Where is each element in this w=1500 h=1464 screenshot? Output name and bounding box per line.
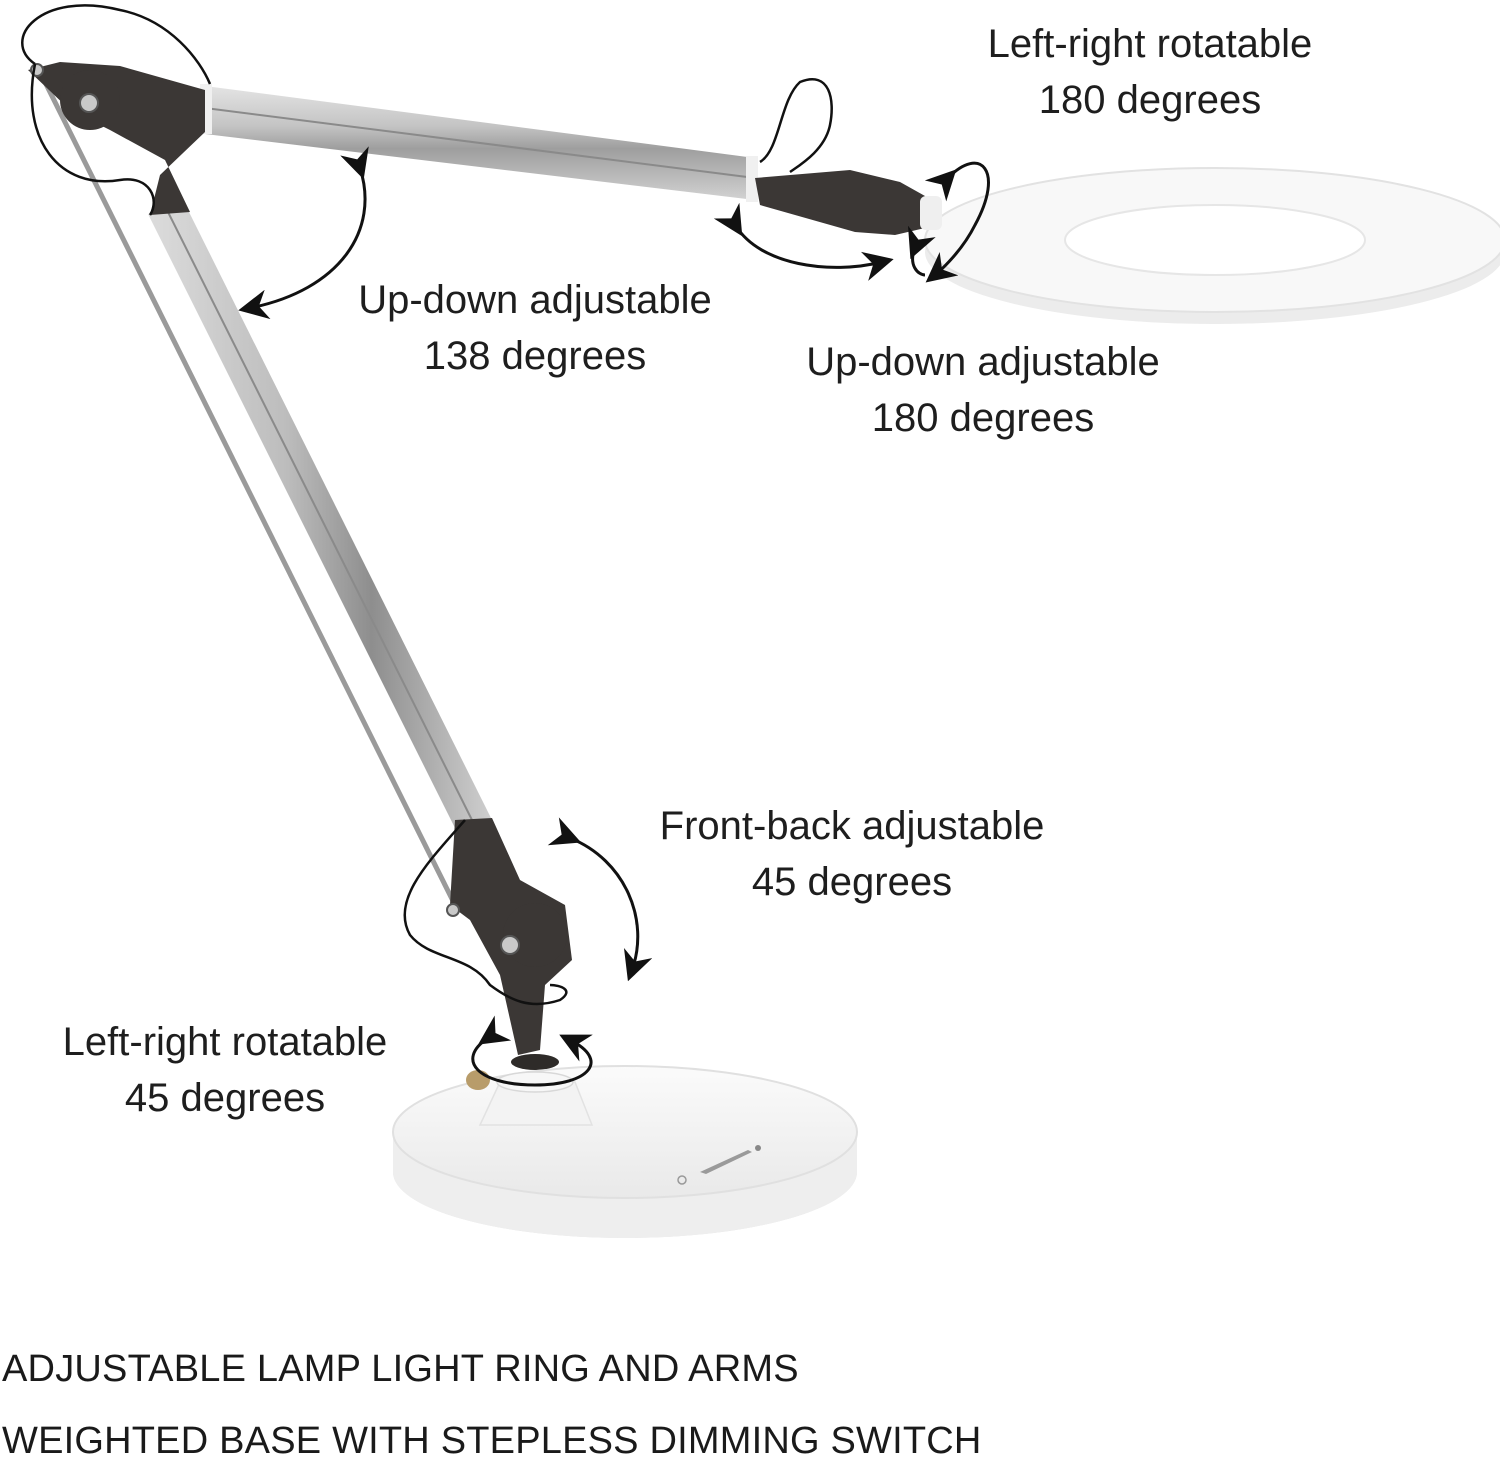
callout-head-tilt: Up-down adjustable 180 degrees [768, 334, 1198, 446]
base-joint [446, 818, 572, 1070]
ring-rotate-arrow-icon [924, 161, 990, 283]
callout-upper-arm-value: 138 degrees [423, 334, 647, 378]
light-ring [924, 167, 1500, 324]
power-cord [21, 4, 833, 1006]
lower-arm [37, 70, 492, 907]
upper-arm [200, 84, 758, 202]
elbow-joint [28, 62, 205, 215]
callout-head-tilt-value: 180 degrees [871, 396, 1095, 440]
callout-lower-joint-value: 45 degrees [751, 860, 953, 904]
callout-ring-rotate: Left-right rotatable 180 degrees [940, 16, 1360, 128]
callout-base-rotate-title: Left-right rotatable [62, 1020, 388, 1064]
weighted-base [392, 1065, 858, 1238]
callout-upper-arm-title: Up-down adjustable [358, 278, 712, 322]
head-joint [755, 170, 942, 235]
callout-lower-joint-title: Front-back adjustable [659, 804, 1045, 848]
power-icon[interactable] [677, 1175, 687, 1185]
caption-line-1: ADJUSTABLE LAMP LIGHT RING AND ARMS [2, 1348, 799, 1390]
dimming-slider-icon[interactable] [700, 1145, 761, 1174]
callout-base-rotate-value: 45 degrees [124, 1076, 326, 1120]
callout-head-tilt-title: Up-down adjustable [806, 340, 1160, 384]
callout-ring-rotate-value: 180 degrees [1038, 78, 1262, 122]
callout-ring-rotate-title: Left-right rotatable [987, 22, 1313, 66]
lower-joint-arrow-icon [547, 817, 653, 982]
head-tilt-arrow-icon [713, 202, 894, 281]
head-tilt-small-arrow-icon [907, 225, 936, 277]
arrows [238, 146, 990, 1087]
callout-base-rotate: Left-right rotatable 45 degrees [20, 1014, 430, 1126]
callout-lower-joint: Front-back adjustable 45 degrees [612, 798, 1092, 910]
callout-upper-arm: Up-down adjustable 138 degrees [320, 272, 750, 384]
caption-line-2: WEIGHTED BASE WITH STEPLESS DIMMING SWIT… [2, 1420, 982, 1462]
base-rotate-arrow-icon [471, 1015, 593, 1087]
upper-arm-arrow-icon [238, 146, 369, 320]
